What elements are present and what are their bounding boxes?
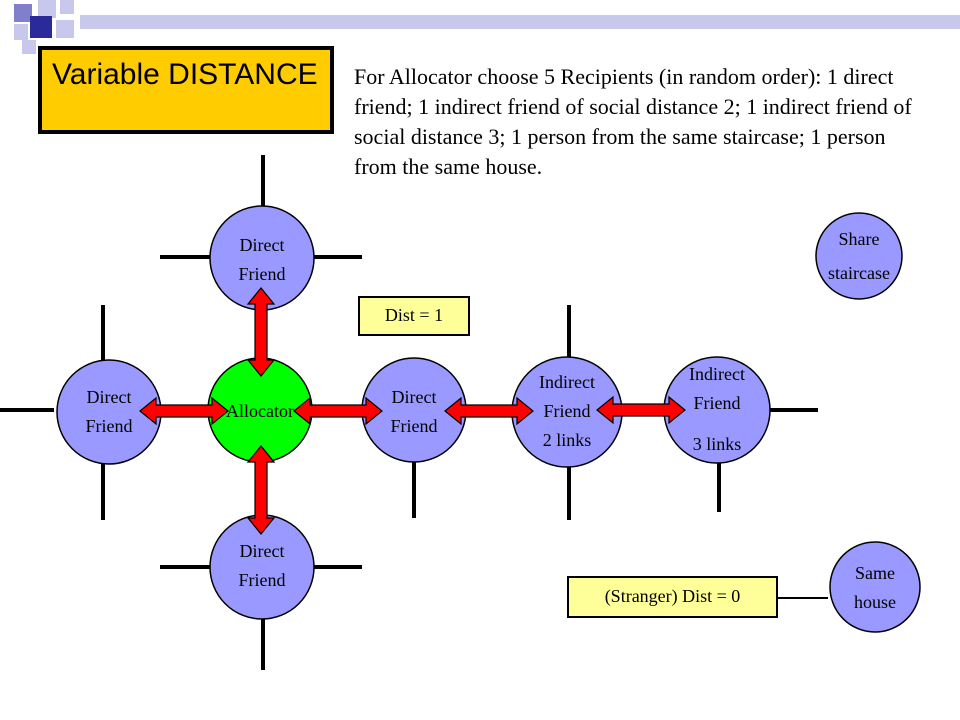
node-label-share-staircase: Share staircase: [828, 229, 890, 283]
stranger-dist-label: (Stranger) Dist = 0: [567, 576, 778, 618]
description-text: For Allocator choose 5 Recipients (in ra…: [354, 64, 912, 179]
header-square-2: [38, 0, 56, 18]
dist-1-label: Dist = 1: [358, 296, 470, 336]
arrow-allocator-bottom: [247, 445, 275, 535]
title-box: Variable DISTANCE: [38, 46, 334, 134]
node-label-direct-bottom: Direct Friend: [238, 541, 286, 590]
node-label-direct-top: Direct Friend: [238, 235, 286, 284]
header-square-6: [56, 20, 74, 38]
node-label-same-house: Same house: [854, 563, 896, 612]
slide-title: Variable DISTANCE: [52, 58, 318, 91]
header-square-5: [14, 24, 28, 40]
arrow-allocator-top: [247, 287, 275, 377]
node-label-direct-right: Direct Friend: [390, 387, 438, 436]
node-same-house: [829, 541, 921, 633]
header-square-7: [22, 40, 36, 54]
node-share-staircase: [815, 212, 903, 300]
node-label-indirect3: Indirect Friend 3 links: [689, 364, 745, 454]
header-square-1: [14, 4, 32, 22]
node-label-allocator: Allocator: [226, 401, 294, 421]
header-square-3: [60, 0, 74, 14]
header-bar: [80, 15, 960, 29]
header-square-4: [30, 16, 52, 38]
node-label-direct-left: Direct Friend: [85, 387, 133, 436]
node-label-indirect2: Indirect Friend 2 links: [539, 372, 595, 450]
